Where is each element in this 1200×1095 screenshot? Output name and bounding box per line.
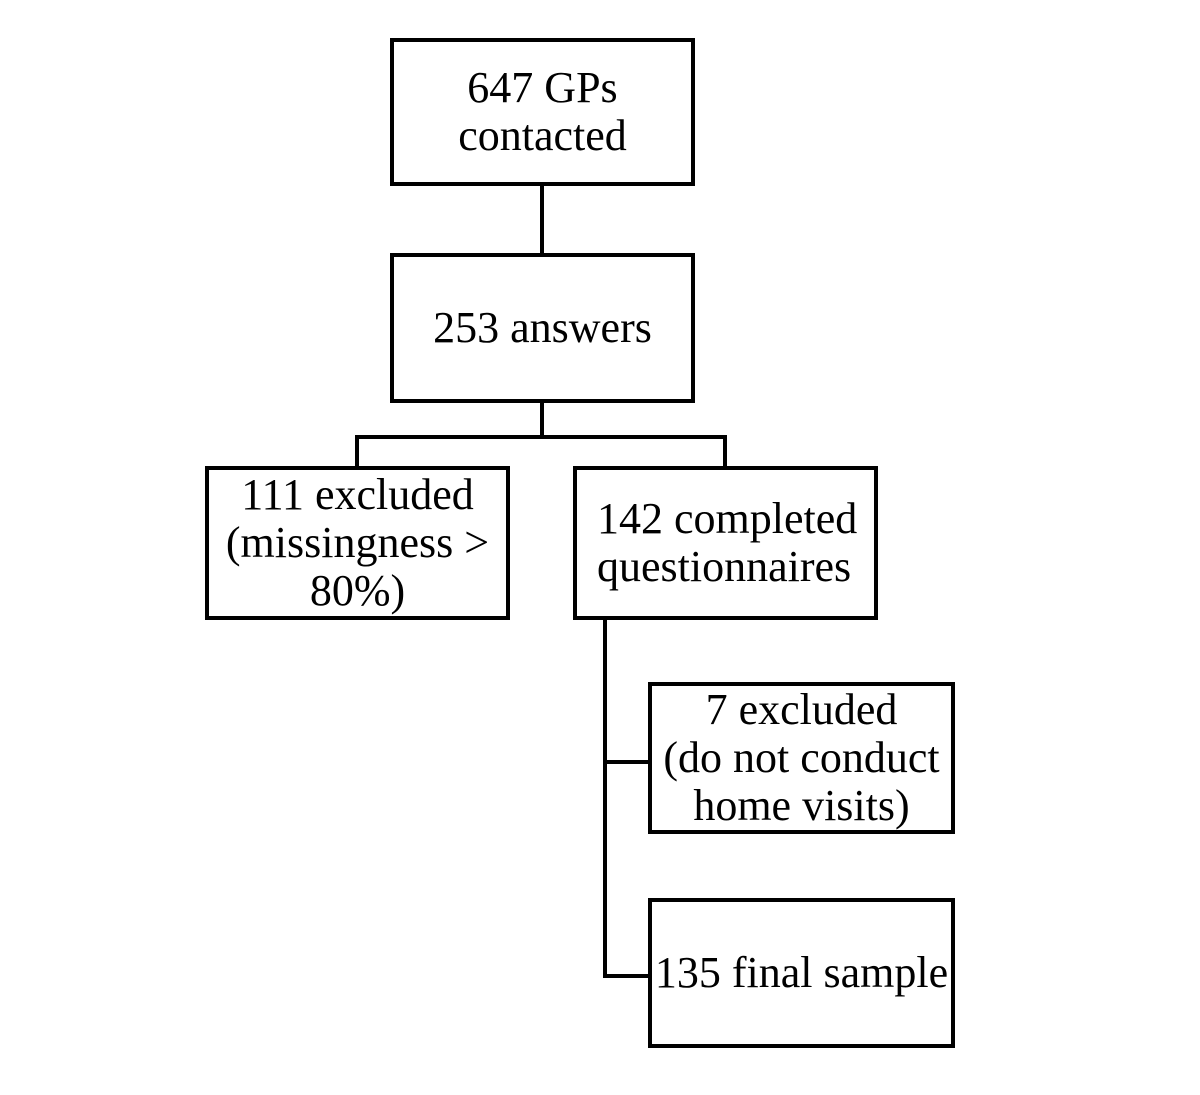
node-answers-label: 253 answers [433, 303, 652, 353]
connector-branch-left-drop [355, 435, 359, 468]
connector-branch-right-drop [723, 435, 727, 468]
node-excluded-missingness-label: 111 excluded (missingness > 80%) [225, 470, 490, 615]
connector-branch-horizontal [355, 435, 727, 439]
connector-answers-stub [540, 401, 544, 439]
node-excluded-missingness: 111 excluded (missingness > 80%) [205, 466, 510, 620]
node-completed-questionnaires: 142 completed questionnaires [573, 466, 878, 620]
node-gps-contacted: 647 GPs contacted [390, 38, 695, 186]
connector-to-final-sample [603, 974, 652, 978]
connector-to-excluded-visits [603, 760, 652, 764]
node-gps-contacted-label: 647 GPs contacted [458, 63, 627, 160]
node-answers: 253 answers [390, 253, 695, 403]
connector-completed-vertical [603, 618, 607, 978]
connector-contacted-to-answers [540, 185, 544, 255]
node-excluded-home-visits-label: 7 excluded (do not conduct home visits) [663, 685, 940, 830]
node-final-sample: 135 final sample [648, 898, 955, 1048]
node-excluded-home-visits: 7 excluded (do not conduct home visits) [648, 682, 955, 834]
node-final-sample-label: 135 final sample [654, 948, 949, 998]
node-completed-questionnaires-label: 142 completed questionnaires [597, 494, 858, 591]
